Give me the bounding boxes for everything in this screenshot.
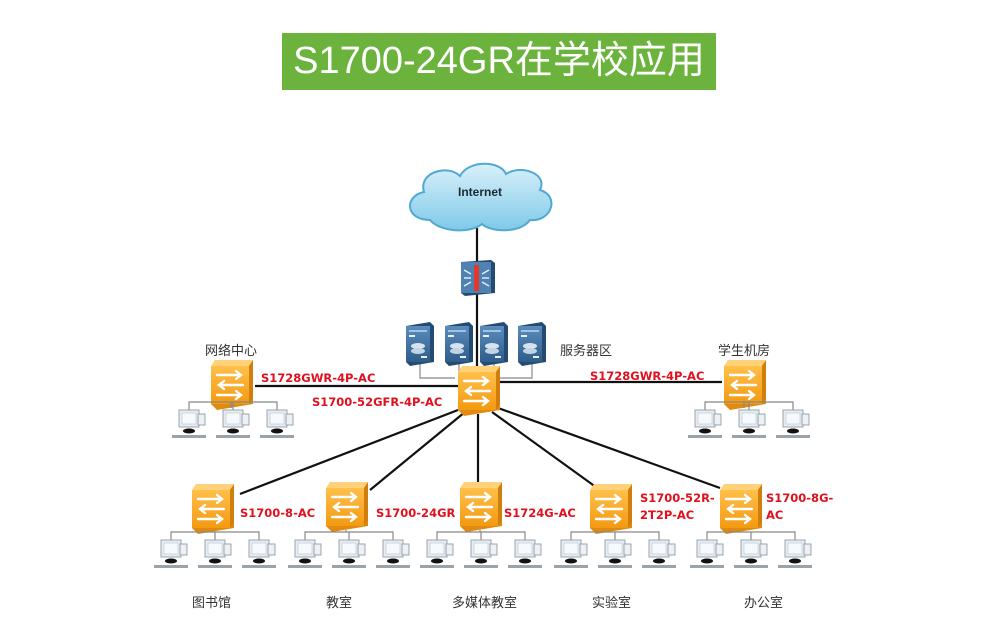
model-label-office-1: S1700-8G- bbox=[766, 491, 834, 505]
pc-icon bbox=[197, 539, 233, 569]
server-icon bbox=[518, 322, 546, 366]
internet-label: Internet bbox=[458, 185, 503, 199]
model-label-office-2: AC bbox=[766, 508, 784, 522]
pc-icon bbox=[419, 539, 455, 569]
link-core-laboratory bbox=[491, 411, 601, 491]
switch-icon-laboratory bbox=[588, 482, 634, 536]
pc-icon bbox=[287, 539, 323, 569]
pc-icon bbox=[687, 409, 723, 439]
core-switch-icon bbox=[456, 364, 502, 418]
pc-icon bbox=[507, 539, 543, 569]
pc-icon bbox=[463, 539, 499, 569]
model-label-network-center: S1728GWR-4P-AC bbox=[261, 371, 376, 385]
model-label-laboratory-1: S1700-52R- bbox=[640, 491, 715, 505]
pc-icon bbox=[689, 539, 725, 569]
cloud-icon bbox=[409, 162, 553, 232]
pc-tree-line bbox=[436, 530, 526, 540]
pc-icon bbox=[597, 539, 633, 569]
branch-label-multimedia: 多媒体教室 bbox=[452, 596, 518, 611]
pc-tree-line bbox=[570, 531, 660, 540]
pc-icon bbox=[215, 409, 251, 439]
link-core-office bbox=[497, 406, 721, 490]
pc-icon bbox=[777, 539, 813, 569]
link-core-library bbox=[239, 408, 459, 496]
pc-icon bbox=[733, 539, 769, 569]
pc-icon bbox=[641, 539, 677, 569]
pc-tree-line bbox=[704, 401, 794, 410]
model-label-student-lab: S1728GWR-4P-AC bbox=[590, 369, 705, 383]
pc-icon bbox=[553, 539, 589, 569]
server-zone-label: 服务器区 bbox=[560, 344, 613, 359]
branch-label-network-center: 网络中心 bbox=[205, 344, 258, 359]
branch-label-laboratory: 实验室 bbox=[592, 596, 632, 611]
pc-tree-line bbox=[188, 401, 278, 410]
pc-icon bbox=[241, 539, 277, 569]
pc-tree-line bbox=[706, 531, 796, 540]
switch-icon-classroom bbox=[324, 480, 370, 534]
branch-label-library: 图书馆 bbox=[192, 596, 232, 611]
server-icon bbox=[445, 322, 473, 366]
branch-label-office: 办公室 bbox=[744, 596, 784, 611]
pc-icon bbox=[375, 539, 411, 569]
pc-icon bbox=[775, 409, 811, 439]
page-title: S1700-24GR在学校应用 bbox=[282, 33, 716, 90]
branch-label-student-lab: 学生机房 bbox=[718, 344, 771, 359]
pc-icon bbox=[171, 409, 207, 439]
pc-icon bbox=[259, 409, 295, 439]
server-icon bbox=[406, 322, 434, 366]
firewall-icon bbox=[461, 260, 495, 296]
model-label-multimedia: S1724G-AC bbox=[504, 506, 576, 520]
pc-tree-line bbox=[304, 530, 394, 540]
server-icon bbox=[480, 322, 508, 366]
switch-icon-office bbox=[718, 482, 764, 536]
model-label-classroom: S1700-24GR bbox=[376, 506, 456, 520]
branch-label-classroom: 教室 bbox=[326, 596, 353, 611]
model-label-laboratory-2: 2T2P-AC bbox=[640, 508, 695, 522]
pc-icon bbox=[331, 539, 367, 569]
pc-icon bbox=[731, 409, 767, 439]
link-core-classroom bbox=[369, 411, 466, 491]
pc-tree-line bbox=[170, 531, 260, 540]
model-label-library: S1700-8-AC bbox=[240, 506, 316, 520]
switch-icon-library bbox=[190, 482, 236, 536]
switch-icon-multimedia-classroom bbox=[458, 480, 504, 534]
model-label-core: S1700-52GFR-4P-AC bbox=[312, 395, 443, 409]
pc-icon bbox=[153, 539, 189, 569]
